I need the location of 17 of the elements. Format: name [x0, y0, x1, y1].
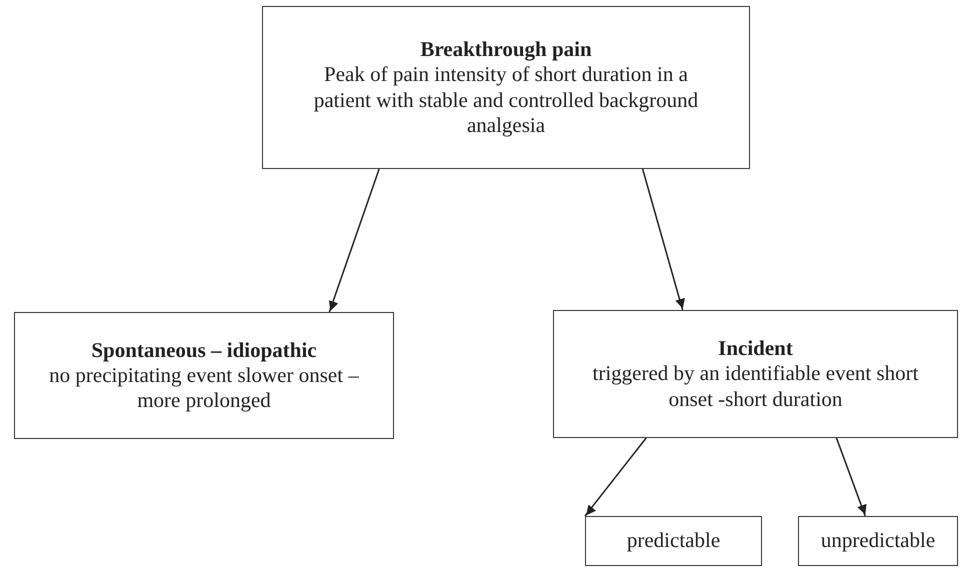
arrow	[642, 168, 686, 310]
category-box	[14, 312, 394, 439]
box-heading: Incident	[718, 336, 793, 362]
box-heading: Spontaneous – idiopathic	[91, 338, 317, 363]
category-box	[553, 310, 958, 438]
subtype-box	[585, 516, 762, 566]
arrow	[584, 438, 647, 516]
arrow	[328, 168, 380, 312]
category-box	[262, 6, 750, 169]
arrow	[836, 438, 868, 516]
box-text: triggered by an identifiable event short onset -short duration	[592, 361, 920, 412]
subtype-box	[798, 516, 958, 566]
box-text: Peak of pain intensity of short duration in a patient with stable and controlled background analgesia	[312, 62, 700, 138]
box-text: no precipitating event slower onset – more prolonged	[49, 362, 359, 414]
box-text: predictable	[626, 528, 720, 554]
box-heading: Breakthrough pain	[420, 37, 592, 62]
box-text: unpredictable	[820, 528, 936, 554]
